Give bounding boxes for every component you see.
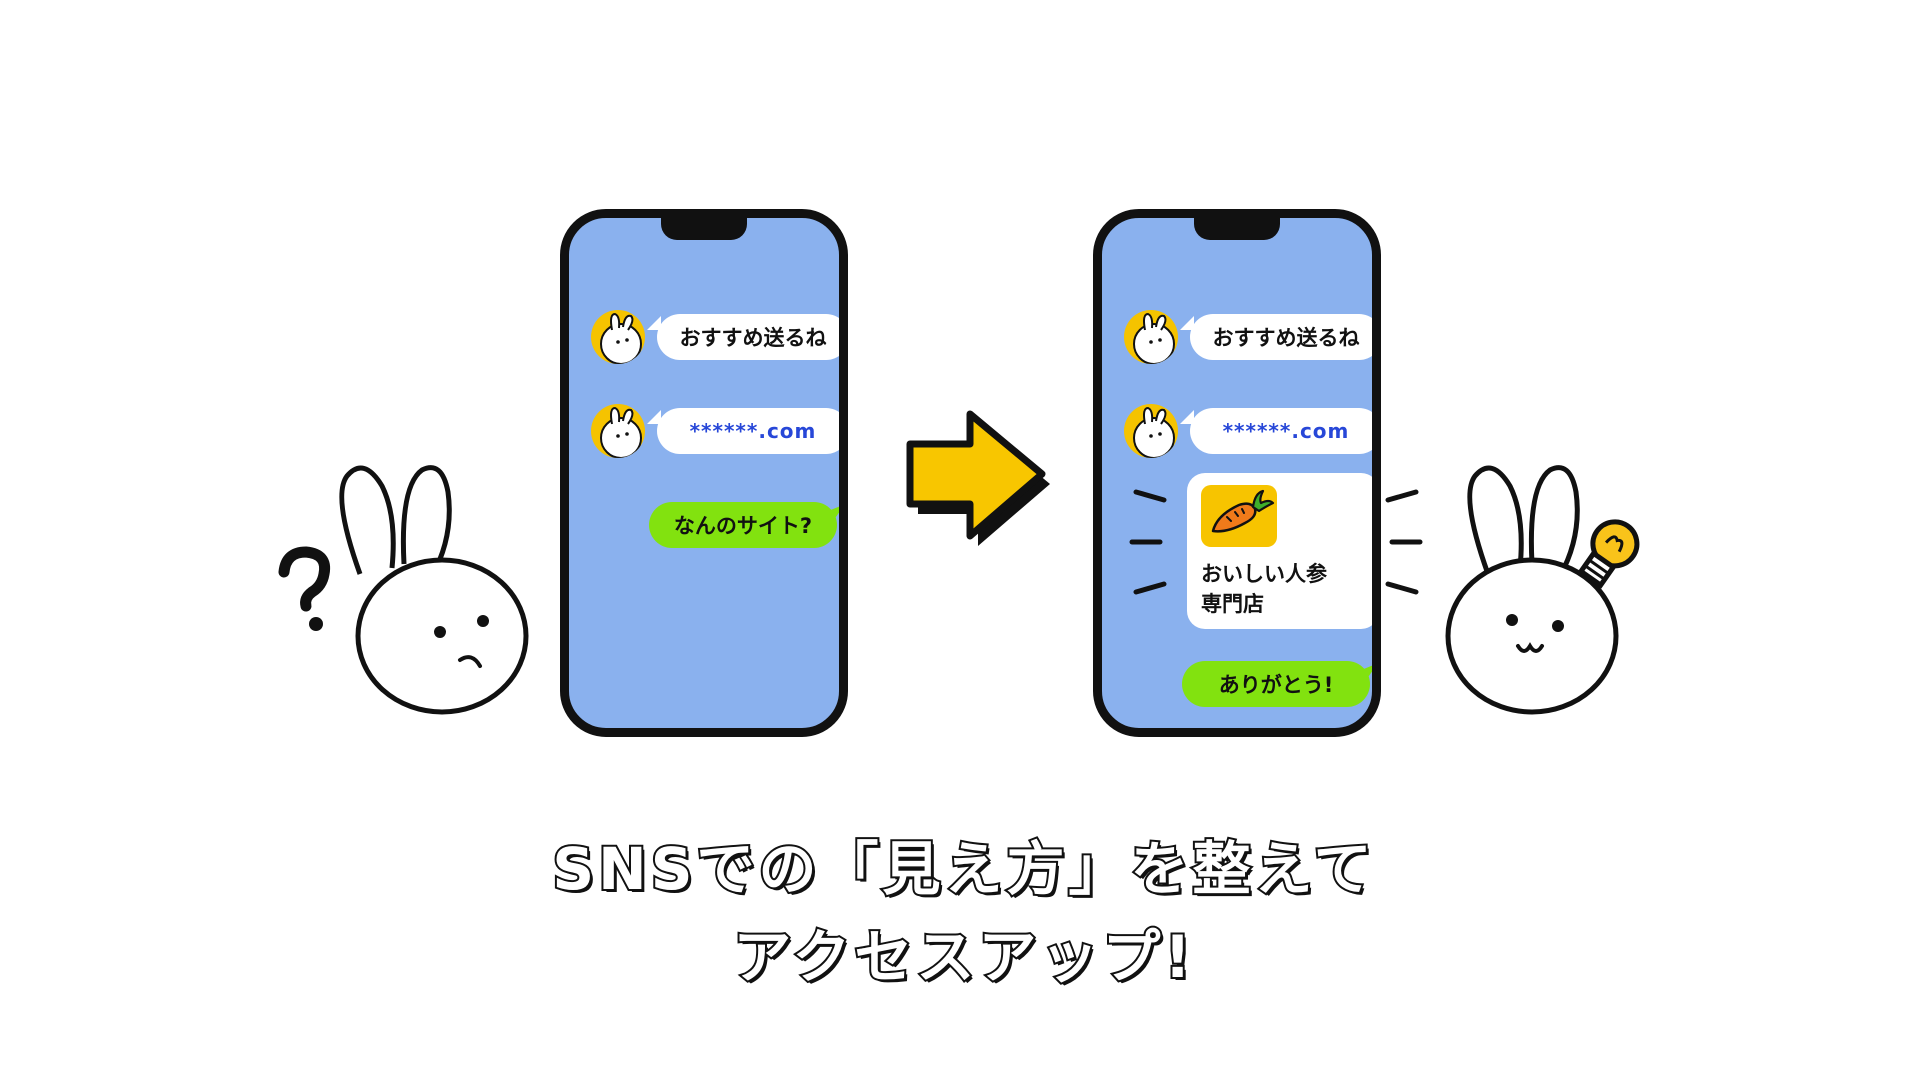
confused-rabbit-illustration [278, 465, 529, 715]
question-mark-icon [278, 546, 331, 631]
caption-line2: アクセスアップ! [731, 921, 1195, 993]
before-phone: おすすめ送るね ******.com なんのサイト? [560, 209, 848, 737]
after-phone: おすすめ送るね ******.com おいしい人参 専門店 ありがとう! [1093, 209, 1381, 737]
message-bubble-url[interactable]: ******.com [657, 408, 839, 454]
emphasis-lines [1129, 489, 1423, 595]
arrow-right-icon [906, 410, 1050, 546]
message-bubble-thanks: ありがとう! [1182, 661, 1370, 707]
rabbit-avatar [1124, 404, 1178, 458]
link-title: おいしい人参 専門店 [1201, 559, 1372, 619]
carrot-icon [1211, 489, 1275, 533]
lightbulb-icon [1577, 519, 1640, 589]
phone-notch [661, 218, 747, 240]
rabbit-avatar [591, 404, 645, 458]
message-bubble-question: なんのサイト? [649, 502, 837, 548]
caption-line1: SNSでの「見え方」を整えて [550, 833, 1376, 905]
phone-notch [1194, 218, 1280, 240]
rabbit-avatar [1124, 310, 1178, 364]
happy-rabbit-illustration [1445, 465, 1640, 715]
link-title-line2: 専門店 [1201, 592, 1264, 616]
link-thumbnail [1201, 485, 1277, 547]
rabbit-avatar [591, 310, 645, 364]
message-bubble-recommend: おすすめ送るね [1190, 314, 1372, 360]
message-bubble-recommend: おすすめ送るね [657, 314, 839, 360]
link-title-line1: おいしい人参 [1201, 562, 1327, 586]
link-preview-card[interactable]: おいしい人参 専門店 [1187, 473, 1372, 629]
message-bubble-url[interactable]: ******.com [1190, 408, 1372, 454]
